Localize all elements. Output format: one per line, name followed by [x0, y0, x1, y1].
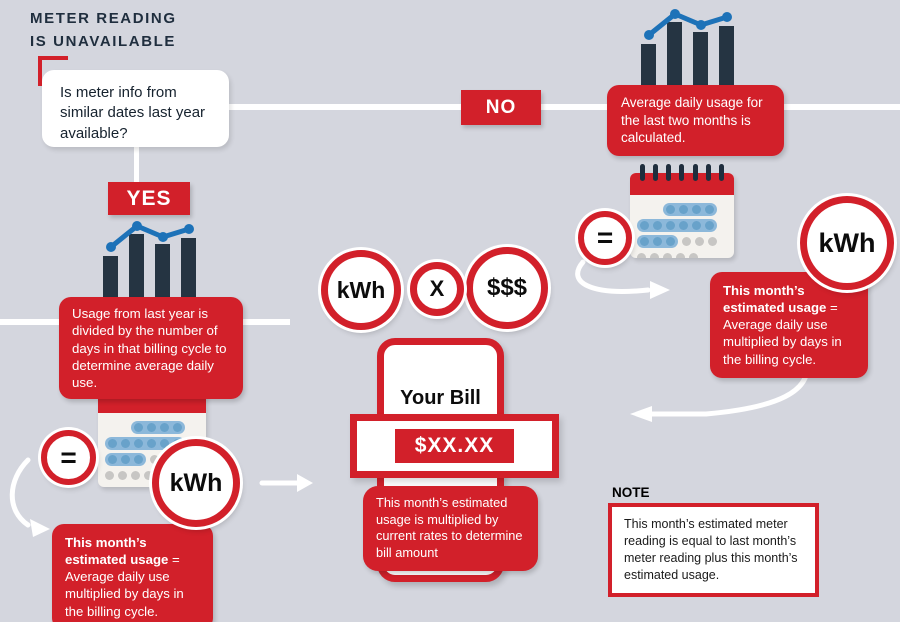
- connector-line-question-to-yes: [134, 144, 139, 186]
- equals-icon: =: [41, 430, 96, 485]
- calendar-binding: [640, 164, 724, 181]
- calendar-paper: [630, 173, 734, 258]
- bill-description-box: This month’s estimated usage is multipli…: [363, 486, 538, 571]
- bill-amount: $XX.XX: [395, 429, 514, 463]
- estimated-usage-lead: This month’s estimated usage: [65, 535, 169, 568]
- calendar-days-grid: [630, 195, 734, 258]
- calendar-icon: [630, 164, 734, 258]
- estimated-usage-rest: = Average daily use multiplied by days i…: [65, 552, 184, 619]
- calendar-days-grid: [98, 413, 206, 487]
- bill-amount-banner: $XX.XX: [350, 414, 559, 478]
- page-title: METER READING IS UNAVAILABLE: [30, 8, 177, 53]
- arrow-equals-to-box-left: [9, 457, 31, 528]
- kwh-badge: kWh: [321, 250, 401, 330]
- dollars-badge: $$$: [466, 247, 548, 329]
- connector-line-no-branch: [226, 104, 900, 110]
- corner-bracket-decoration: [38, 56, 68, 86]
- multiply-icon: X: [410, 262, 464, 316]
- note-label: NOTE: [612, 485, 650, 500]
- no-branch-calc-box: Average daily usage for the last two mon…: [607, 85, 784, 156]
- question-box: Is meter info from similar dates last ye…: [42, 70, 229, 147]
- bar-chart-icon: [103, 221, 196, 298]
- kwh-badge: kWh: [800, 196, 894, 290]
- yes-branch-label: YES: [108, 182, 190, 215]
- arrow-equals-to-box-right: [575, 259, 651, 294]
- estimated-usage-box-yes-branch: This month’s estimated usage = Average d…: [52, 524, 213, 622]
- no-branch-label: NO: [461, 90, 541, 125]
- estimated-usage-lead: This month’s estimated usage: [723, 283, 827, 316]
- note-box: This month’s estimated meter reading is …: [608, 503, 819, 597]
- page-title-line2: IS UNAVAILABLE: [30, 32, 177, 50]
- yes-branch-calc-box: Usage from last year is divided by the n…: [59, 297, 243, 400]
- bar-chart-icon: [641, 9, 734, 86]
- equals-icon: =: [578, 211, 632, 265]
- page-title-line1: METER READING: [30, 10, 177, 27]
- kwh-badge: kWh: [152, 439, 240, 527]
- bill-title: Your Bill: [400, 387, 481, 409]
